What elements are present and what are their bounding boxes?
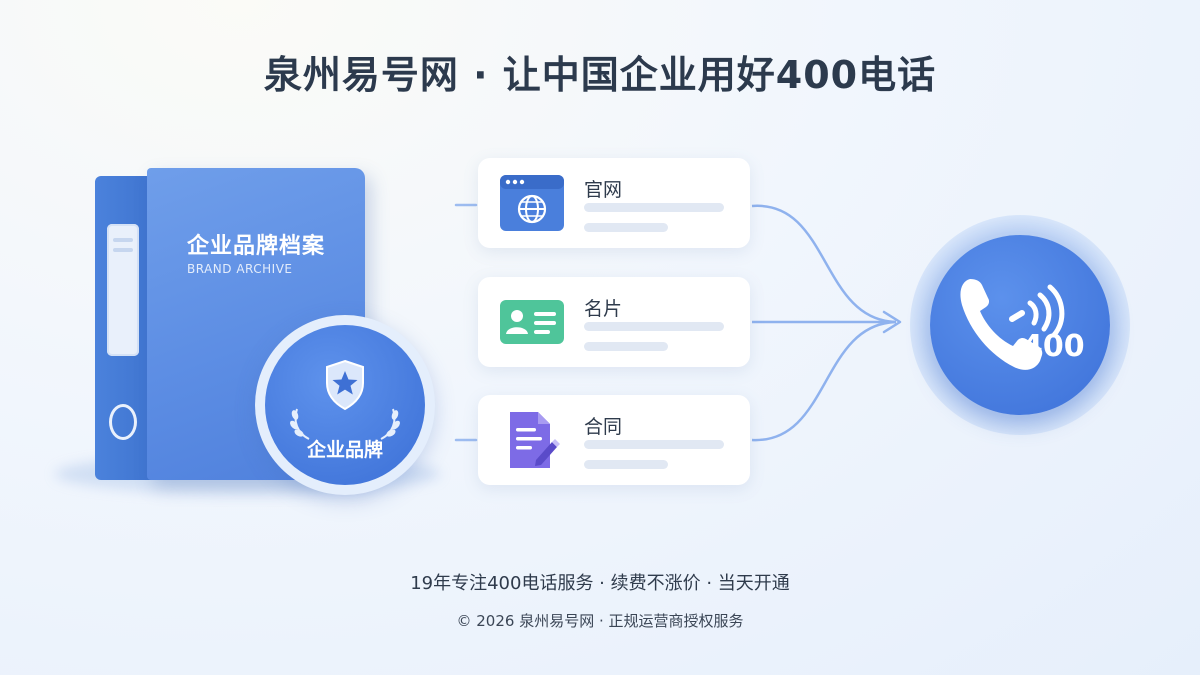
card-business-card: 名片 [478,277,750,367]
document-pen-icon [510,412,560,468]
brand-badge: 企业品牌 [255,315,435,495]
id-card-icon [500,300,564,344]
page-title: 泉州易号网 · 让中国企业用好400电话 [263,53,937,97]
placeholder-line [584,203,724,212]
card-label: 官网 [584,179,623,201]
binder-spine [95,176,155,480]
spine-label-slot [107,224,139,356]
laurel-right-icon [380,408,400,440]
binder-ring-icon [109,404,137,440]
card-website: 官网 [478,158,750,248]
footer-tagline: 19年专注400电话服务 · 续费不涨价 · 当天开通 [410,573,790,594]
placeholder-line [584,322,724,331]
arrowhead-icon [882,310,902,334]
card-contract: 合同 [478,395,750,485]
connector-right-1 [751,204,897,324]
phone-signal-icon [960,279,1065,370]
card-label: 合同 [584,416,623,438]
binder-subtitle: BRAND ARCHIVE [187,262,293,276]
placeholder-line [584,440,724,449]
placeholder-line [584,223,668,232]
phone-400-circle: 400 [930,235,1110,415]
placeholder-line [584,342,668,351]
connector-right-3 [751,320,897,442]
badge-label: 企业品牌 [306,439,383,461]
brand-archive-binder: 企业品牌档案 BRAND ARCHIVE [55,168,440,494]
binder-title: 企业品牌档案 [187,234,326,259]
badge-inner: 企业品牌 [265,325,425,485]
placeholder-line [584,460,668,469]
card-label: 名片 [584,298,623,320]
footer-copyright: © 2026 泉州易号网 · 正规运营商授权服务 [456,612,744,630]
phone-number-label: 400 [1022,329,1085,364]
shield-star-icon [326,359,364,411]
laurel-left-icon [290,408,310,440]
browser-globe-icon [500,175,564,231]
